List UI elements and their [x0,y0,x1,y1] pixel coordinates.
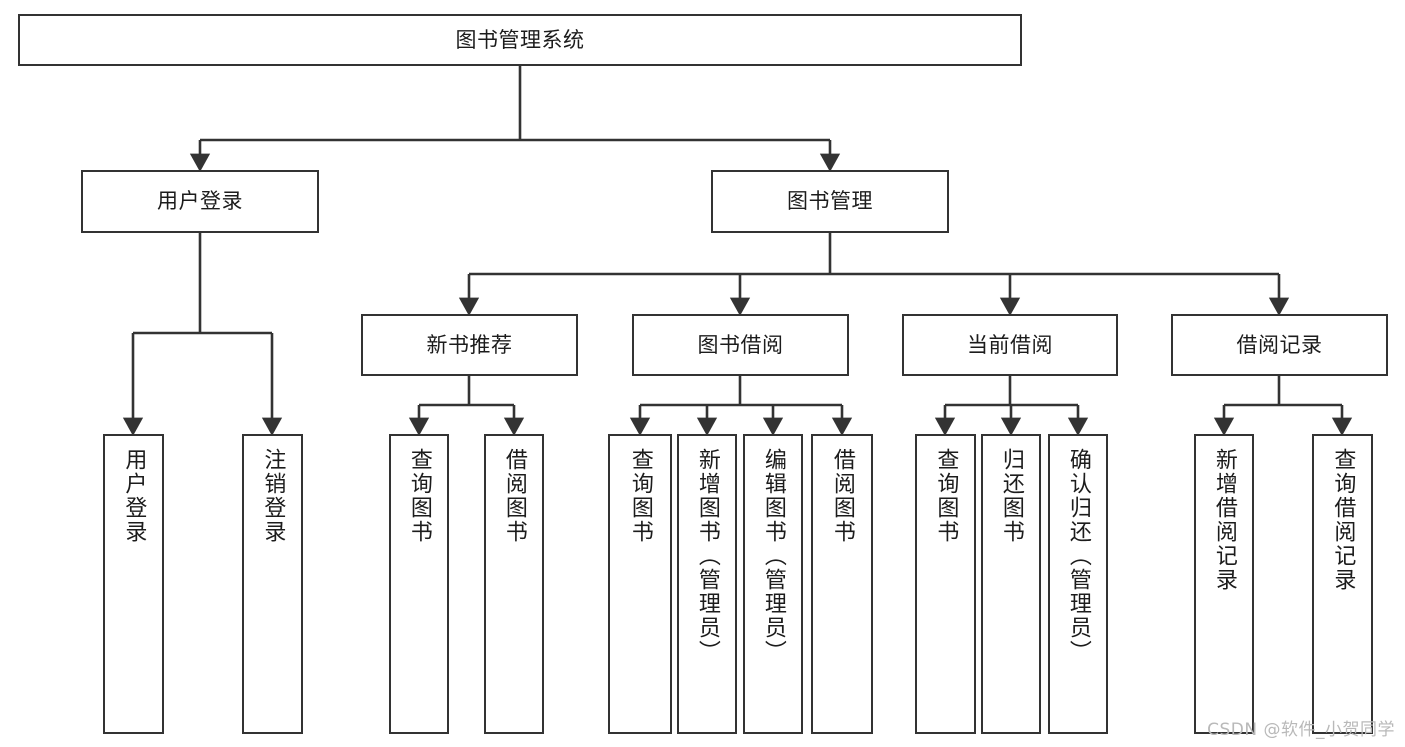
leaf-user-login[interactable]: 用户登录 [103,434,164,734]
leaf-query-book-borrow-label: 查询图书 [627,448,653,544]
node-new-book-recommend-label: 新书推荐 [426,332,513,357]
node-book-management[interactable]: 图书管理 [711,170,949,233]
leaf-borrow-book-label: 借阅图书 [829,448,855,544]
leaf-return-book[interactable]: 归还图书 [981,434,1041,734]
node-current-borrow[interactable]: 当前借阅 [902,314,1118,376]
leaf-borrow-book-new[interactable]: 借阅图书 [484,434,544,734]
node-borrow-records-label: 借阅记录 [1236,332,1323,357]
node-root-label: 图书管理系统 [455,27,585,52]
leaf-query-book-borrow[interactable]: 查询图书 [608,434,672,734]
leaf-add-borrow-record-label: 新增借阅记录 [1211,448,1237,592]
leaf-edit-book-admin[interactable]: 编辑图书（管理员） [743,434,803,734]
node-user-login[interactable]: 用户登录 [81,170,319,233]
leaf-user-login-label: 用户登录 [121,448,147,544]
leaf-add-book-admin-label: 新增图书（管理员） [694,448,720,664]
leaf-query-borrow-record-label: 查询借阅记录 [1330,448,1356,592]
leaf-add-borrow-record[interactable]: 新增借阅记录 [1194,434,1254,734]
leaf-edit-book-admin-label: 编辑图书（管理员） [760,448,786,664]
node-book-borrow[interactable]: 图书借阅 [632,314,849,376]
leaf-borrow-book-new-label: 借阅图书 [501,448,527,544]
node-new-book-recommend[interactable]: 新书推荐 [361,314,578,376]
node-user-login-label: 用户登录 [157,189,243,214]
leaf-query-book-current-label: 查询图书 [933,448,959,544]
leaf-query-book-current[interactable]: 查询图书 [915,434,976,734]
leaf-query-borrow-record[interactable]: 查询借阅记录 [1312,434,1373,734]
node-borrow-records[interactable]: 借阅记录 [1171,314,1388,376]
watermark-text: CSDN @软件_小贺同学 [1207,720,1395,740]
leaf-logout[interactable]: 注销登录 [242,434,303,734]
leaf-logout-label: 注销登录 [260,448,286,544]
node-current-borrow-label: 当前借阅 [967,332,1053,357]
leaf-query-book-new-label: 查询图书 [406,448,432,544]
node-root[interactable]: 图书管理系统 [18,14,1022,66]
leaf-confirm-return-admin[interactable]: 确认归还（管理员） [1048,434,1108,734]
leaf-borrow-book[interactable]: 借阅图书 [811,434,873,734]
node-book-management-label: 图书管理 [787,189,873,214]
leaf-confirm-return-admin-label: 确认归还（管理员） [1065,448,1091,664]
leaf-query-book-new[interactable]: 查询图书 [389,434,449,734]
leaf-return-book-label: 归还图书 [998,448,1024,544]
node-book-borrow-label: 图书借阅 [697,332,784,357]
leaf-add-book-admin[interactable]: 新增图书（管理员） [677,434,737,734]
